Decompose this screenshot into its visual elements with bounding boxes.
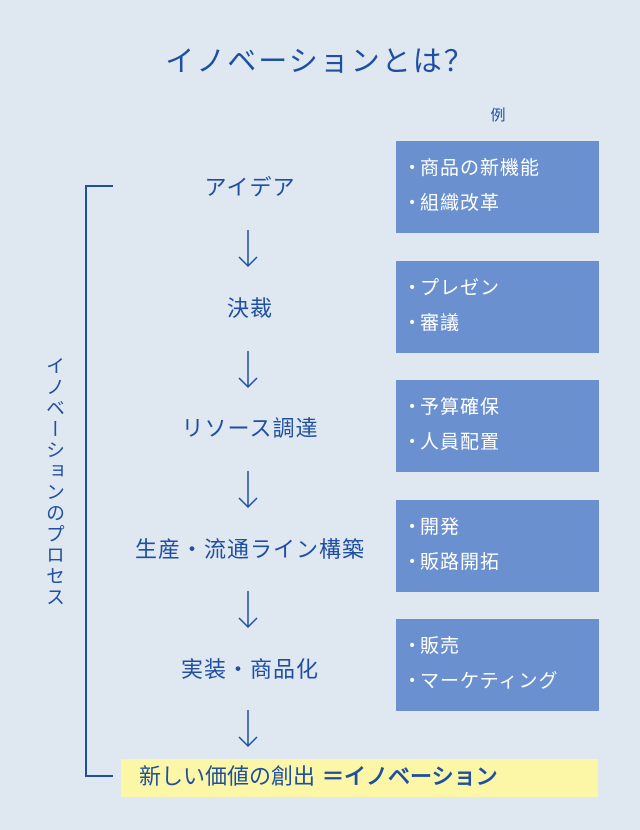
example-column-label: 例 — [490, 106, 506, 124]
down-arrow-icon — [238, 591, 258, 629]
process-bracket — [85, 185, 113, 777]
example-item: •組織改革 — [408, 192, 501, 214]
step-approval: 決裁 — [226, 297, 273, 322]
down-arrow-icon — [238, 710, 258, 748]
example-item: •マーケティング — [408, 670, 559, 692]
result-highlight: 新しい価値の創出 ＝イノベーション — [121, 759, 598, 797]
step-resource: リソース調達 — [181, 417, 319, 442]
example-box-idea: •商品の新機能 •組織改革 — [396, 141, 599, 233]
down-arrow-icon — [238, 230, 258, 268]
result-equals-innovation: ＝イノベーション — [322, 765, 498, 790]
example-box-approval: •プレゼン •審議 — [396, 261, 599, 353]
step-idea: アイデア — [204, 176, 296, 201]
example-item: •販売 — [408, 635, 461, 657]
example-item: •販路開拓 — [408, 551, 501, 573]
example-item: •開発 — [408, 516, 461, 538]
diagram-title: イノベーションとは？ — [165, 44, 475, 78]
example-item: •予算確保 — [408, 396, 501, 418]
example-box-resource: •予算確保 •人員配置 — [396, 380, 599, 472]
step-launch: 実装・商品化 — [180, 658, 319, 683]
example-item: •商品の新機能 — [408, 157, 541, 179]
result-text: 新しい価値の創出 — [139, 765, 316, 790]
down-arrow-icon — [238, 351, 258, 389]
down-arrow-icon — [238, 471, 258, 509]
example-box-launch: •販売 •マーケティング — [396, 619, 599, 711]
example-item: •審議 — [408, 312, 461, 334]
example-box-production: •開発 •販路開拓 — [396, 500, 599, 592]
step-production: 生産・流通ライン構築 — [134, 538, 365, 563]
example-item: •人員配置 — [408, 431, 501, 453]
example-item: •プレゼン — [408, 277, 501, 299]
process-vertical-label: イノベーションのプロセス — [43, 356, 65, 608]
